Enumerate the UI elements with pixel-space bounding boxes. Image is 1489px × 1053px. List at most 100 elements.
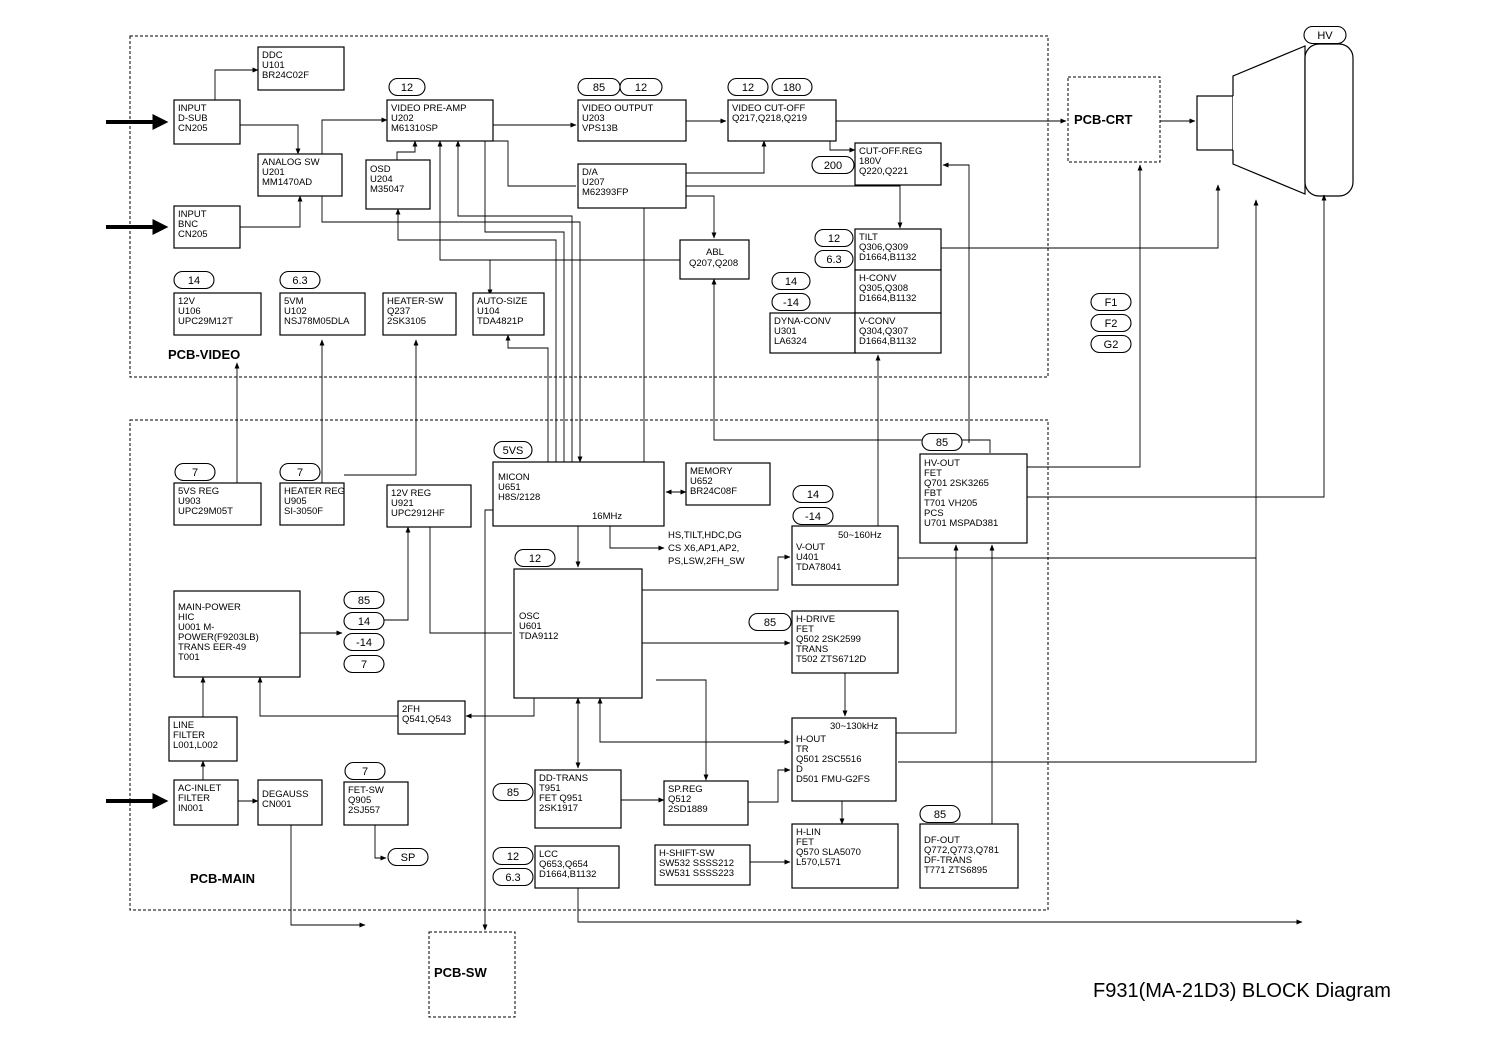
fet-sw-line-2: 2SJ557 <box>348 805 380 816</box>
v12-line-1: U106 <box>178 306 201 317</box>
input-bnc-line-1: BNC <box>178 219 198 230</box>
hlin-line-1: FET <box>796 837 814 848</box>
hshift-line-2: SW531 SSSS223 <box>659 868 734 879</box>
pill-tilt-a: 12 <box>828 233 840 245</box>
spreg-line-1: Q512 <box>668 794 691 805</box>
pcb-video-label: PCB-VIDEO <box>168 347 240 362</box>
heater-sw-line-1: Q237 <box>387 306 410 317</box>
hv-out-line-5: PCS <box>924 508 944 519</box>
hshift-block <box>654 844 751 886</box>
tilt-block <box>854 228 942 271</box>
pill-hvout: 85 <box>936 437 948 449</box>
pill-f1-shape <box>1090 292 1132 312</box>
analog-sw-block <box>257 153 343 197</box>
pill-hv-shape <box>1303 25 1347 45</box>
pill-vout-b2: -14 <box>805 511 821 523</box>
pill-hdrive: 85 <box>764 617 776 629</box>
fh2-line-0: 2FH <box>402 704 420 715</box>
hv-out-line-3: FBT <box>924 488 942 499</box>
hv-out-line-4: T701 VH205 <box>924 498 977 509</box>
video-output-line-2: VPS13B <box>582 123 618 134</box>
osc-line-2: TDA9112 <box>519 631 558 642</box>
vout-line-0: V-OUT <box>796 542 825 553</box>
analog-sw-line-2: MM1470AD <box>262 177 312 188</box>
video-cutoff-line-0: VIDEO CUT-OFF <box>732 103 806 114</box>
pill-lcc-b-shape <box>492 867 534 887</box>
dd-trans-line-3: 2SK1917 <box>539 803 578 814</box>
memory-line-0: MEMORY <box>690 466 733 477</box>
hlin-block <box>791 823 899 889</box>
video-output-block <box>577 99 687 142</box>
main-power-line-4: TRANS EER-49 <box>178 642 246 653</box>
ddc-block <box>257 46 345 91</box>
pill-mp-85-shape <box>343 590 385 610</box>
pill-lcc-a: 12 <box>507 851 519 863</box>
pill-hconv-a: 14 <box>785 276 797 288</box>
micon-signals-1: HS,TILT,HDC,DG <box>668 530 742 541</box>
v5m-line-0: 5VM <box>284 296 304 307</box>
analog-sw-line-0: ANALOG SW <box>262 157 320 168</box>
hdrive-line-1: FET <box>796 624 814 635</box>
cutoff-reg-line-0: CUT-OFF.REG <box>859 146 922 157</box>
vout-line-2: TDA78041 <box>796 562 841 573</box>
pill-v12: 14 <box>188 275 200 287</box>
pcb-video-section <box>129 35 1049 378</box>
dyna-conv-line-0: DYNA-CONV <box>774 316 832 327</box>
micon-line-2: H8S/2128 <box>498 492 540 503</box>
hout-block <box>791 717 897 802</box>
dyna-conv-line-1: U301 <box>774 326 797 337</box>
osd-line-0: OSD <box>370 164 391 175</box>
input-dsub-line-0: INPUT <box>178 103 207 114</box>
pcb-main-section <box>129 419 1049 911</box>
blocks <box>168 46 1028 889</box>
main-power-line-0: MAIN-POWER <box>178 602 241 613</box>
pill-mp-m14-shape <box>343 632 385 652</box>
dd-trans-line-2: FET Q951 <box>539 793 583 804</box>
pill-ddtrans: 85 <box>507 787 519 799</box>
pill-dfout-shape <box>919 804 961 824</box>
pill-vout-b2-shape <box>792 506 834 526</box>
pill-reg5vs-shape <box>174 462 216 482</box>
pill-hdrive-shape <box>748 612 792 632</box>
reg5vs-block <box>173 482 262 526</box>
pill-vout-a2-shape <box>792 484 834 504</box>
reg12v-block <box>386 484 472 528</box>
heater-sw-line-0: HEATER-SW <box>387 296 443 307</box>
pill-f2-shape <box>1090 313 1132 333</box>
input-dsub-line-1: D-SUB <box>178 113 208 124</box>
lcc-line-1: Q653,Q654 <box>539 859 588 870</box>
crt-tube <box>1196 43 1354 197</box>
analog-sw-line-1: U201 <box>262 167 285 178</box>
pill-ddtrans-shape <box>492 782 534 802</box>
degauss-block <box>257 779 323 826</box>
pill-preamp-v: 12 <box>401 82 413 94</box>
hdrive-line-4: T502 ZTS6712D <box>796 654 866 665</box>
hlin-line-2: Q570 SLA5070 <box>796 847 861 858</box>
hout-line-4: D501 FMU-G2FS <box>796 774 870 785</box>
hshift-line-0: H-SHIFT-SW <box>659 848 714 859</box>
ddc-line-2: BR24C02F <box>262 70 309 81</box>
hlin-line-3: L570,L571 <box>796 857 841 868</box>
lcc-line-2: D1664,B1132 <box>539 869 596 880</box>
pill-hvout-shape <box>921 432 963 452</box>
pill-lcc-a-shape <box>492 846 534 866</box>
hconv-line-0: H-CONV <box>859 273 897 284</box>
v12-block <box>173 292 262 336</box>
pill-g2-shape <box>1090 334 1132 354</box>
cutoff-reg-line-1: 180V <box>859 156 882 167</box>
da-line-1: U207 <box>582 177 605 188</box>
df-out-line-3: T771 ZTS6895 <box>924 865 987 876</box>
dd-trans-block <box>534 769 622 829</box>
pill-cut-b: 180 <box>783 82 801 94</box>
auto-size-line-0: AUTO-SIZE <box>477 296 528 307</box>
pill-vout-b-shape <box>619 77 663 97</box>
da-block <box>577 163 687 209</box>
hconv-block <box>854 269 942 314</box>
hlin-line-0: H-LIN <box>796 827 821 838</box>
pill-sp: SP <box>401 852 416 864</box>
diagram-title: F931(MA-21D3) BLOCK Diagram <box>1093 980 1391 1002</box>
dd-trans-line-0: DD-TRANS <box>539 773 588 784</box>
connections <box>200 67 1327 931</box>
vout-frequency: 50~160Hz <box>838 530 882 541</box>
